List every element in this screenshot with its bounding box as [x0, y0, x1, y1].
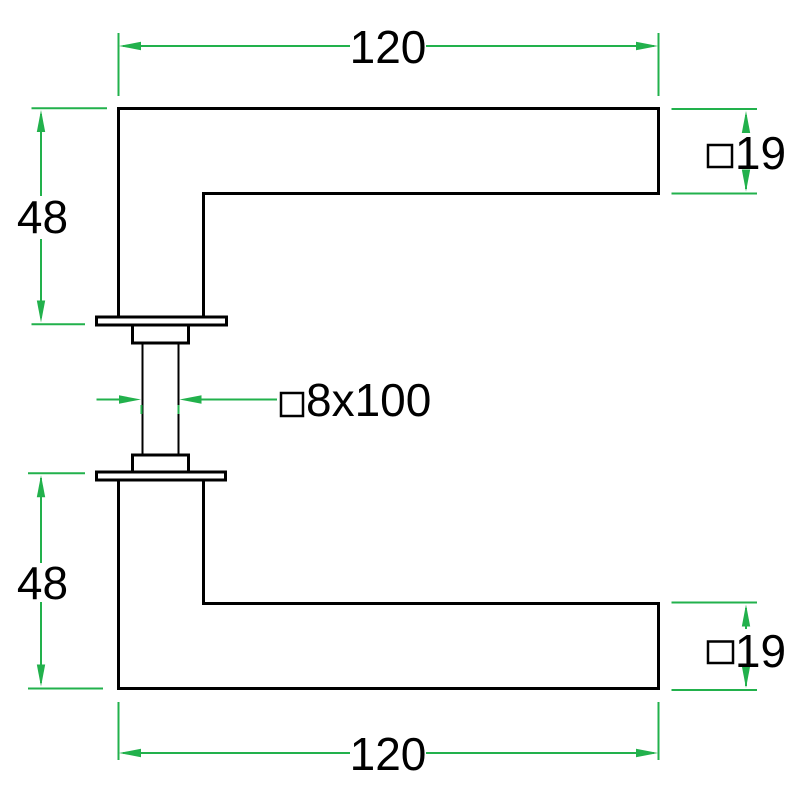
arrow-down-icon: [36, 300, 46, 323]
dimension-top-lever-height: 48: [17, 107, 107, 326]
dimension-label-bottom-width: 120: [350, 728, 427, 780]
top-lever-outline: [117, 107, 660, 317]
spindle-bar: [141, 342, 180, 456]
handle-geometry: [95, 107, 660, 690]
arrow-left-icon: [119, 748, 141, 758]
dimension-bottom-lever-height: 48: [17, 472, 103, 690]
top-neck: [131, 323, 190, 345]
arrow-down-icon: [741, 169, 751, 192]
dimension-label-top-lever-height: 48: [17, 191, 68, 243]
dimension-label-bottom-lever-height: 48: [17, 557, 68, 609]
square-outline-icon: [279, 391, 305, 418]
arrow-up-icon: [741, 604, 751, 627]
arrow-down-icon: [741, 666, 751, 688]
dimension-top-profile: 19: [671, 108, 786, 195]
square-outline-icon: [706, 143, 734, 169]
bottom-lever-outline: [117, 480, 660, 690]
arrow-left-icon: [179, 395, 202, 404]
bottom-rosette-plate: [95, 470, 227, 482]
arrow-up-icon: [36, 475, 46, 498]
arrow-right-icon: [636, 748, 658, 758]
dimension-bottom-profile: 19: [671, 601, 786, 691]
arrow-up-icon: [36, 110, 46, 132]
arrow-right-icon: [636, 41, 658, 51]
dimension-label-bottom-profile: 19: [735, 625, 786, 677]
arrow-up-icon: [741, 111, 751, 133]
dimension-top-width: 120: [117, 21, 660, 96]
dimension-spindle: 8x100: [96, 374, 431, 426]
arrow-left-icon: [119, 41, 141, 51]
arrow-down-icon: [36, 664, 46, 687]
dimension-label-top-profile: 19: [735, 127, 786, 179]
dimension-label-spindle: 8x100: [306, 374, 431, 426]
dimension-bottom-width: 120: [117, 702, 660, 780]
arrow-right-icon: [119, 395, 141, 404]
dimension-label-top-width: 120: [350, 21, 427, 73]
square-outline-icon: [706, 640, 735, 665]
bottom-neck: [131, 453, 190, 474]
